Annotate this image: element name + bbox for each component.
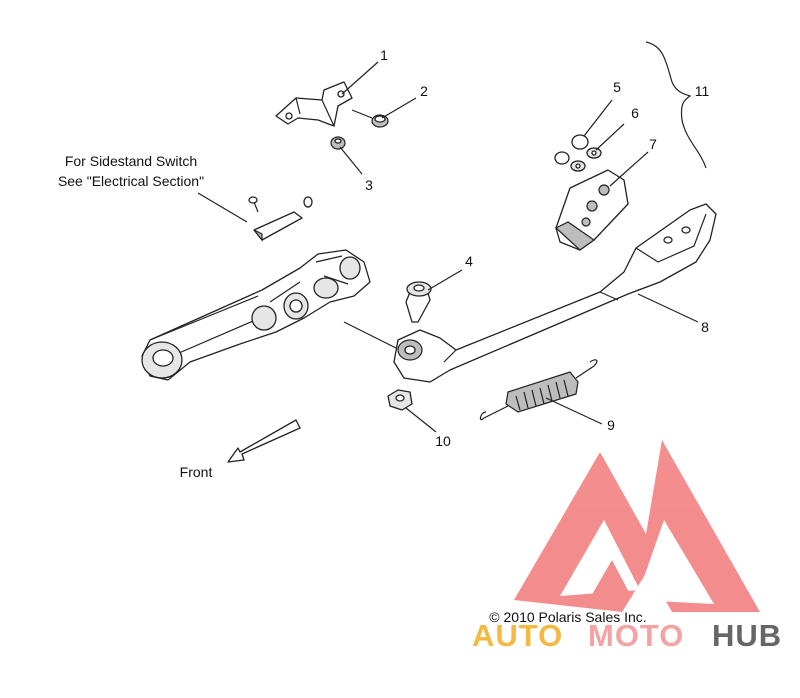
callout-3: 3 bbox=[365, 177, 373, 193]
part-9-spring bbox=[479, 359, 598, 421]
leader-lines bbox=[339, 61, 699, 433]
part-1-bracket bbox=[275, 81, 353, 127]
part-6-washer bbox=[570, 147, 602, 172]
callout-4: 4 bbox=[465, 253, 473, 269]
part-3-nut bbox=[330, 136, 346, 150]
kit-bracket bbox=[645, 41, 707, 169]
sidestand-note-line1: For Sidestand Switch bbox=[65, 153, 197, 169]
watermark-word-hub: HUB bbox=[712, 618, 782, 653]
watermark-wordmark: AUTO MOTO HUB bbox=[472, 618, 782, 653]
callout-1: 1 bbox=[380, 47, 388, 63]
copyright-text: © 2010 Polaris Sales Inc. bbox=[489, 609, 646, 625]
callout-2: 2 bbox=[420, 83, 428, 99]
callout-11: 11 bbox=[695, 83, 710, 99]
part-4-pivot-bolt bbox=[405, 281, 432, 323]
callout-6: 6 bbox=[631, 105, 639, 121]
callout-5: 5 bbox=[613, 79, 621, 95]
callout-9: 9 bbox=[607, 417, 615, 433]
front-label: Front bbox=[180, 464, 213, 480]
sidestand-note-line2: See "Electrical Section" bbox=[58, 173, 204, 189]
callout-8: 8 bbox=[701, 319, 709, 335]
watermark-word-auto: AUTO bbox=[472, 618, 563, 653]
sidestand-switch-parts bbox=[197, 192, 313, 242]
part-10-nut bbox=[387, 389, 413, 411]
front-arrow-icon bbox=[227, 419, 301, 463]
watermark-word-moto: MOTO bbox=[588, 618, 684, 653]
callout-7: 7 bbox=[649, 136, 657, 152]
part-7-rubber-pad bbox=[554, 169, 629, 251]
part-8-sidestand-leg bbox=[343, 203, 717, 383]
part-2-screw bbox=[351, 109, 389, 128]
frame-mount bbox=[141, 249, 371, 381]
callout-10: 10 bbox=[435, 433, 451, 449]
part-5-plug bbox=[554, 134, 589, 165]
watermark-logo-icon bbox=[514, 440, 760, 612]
